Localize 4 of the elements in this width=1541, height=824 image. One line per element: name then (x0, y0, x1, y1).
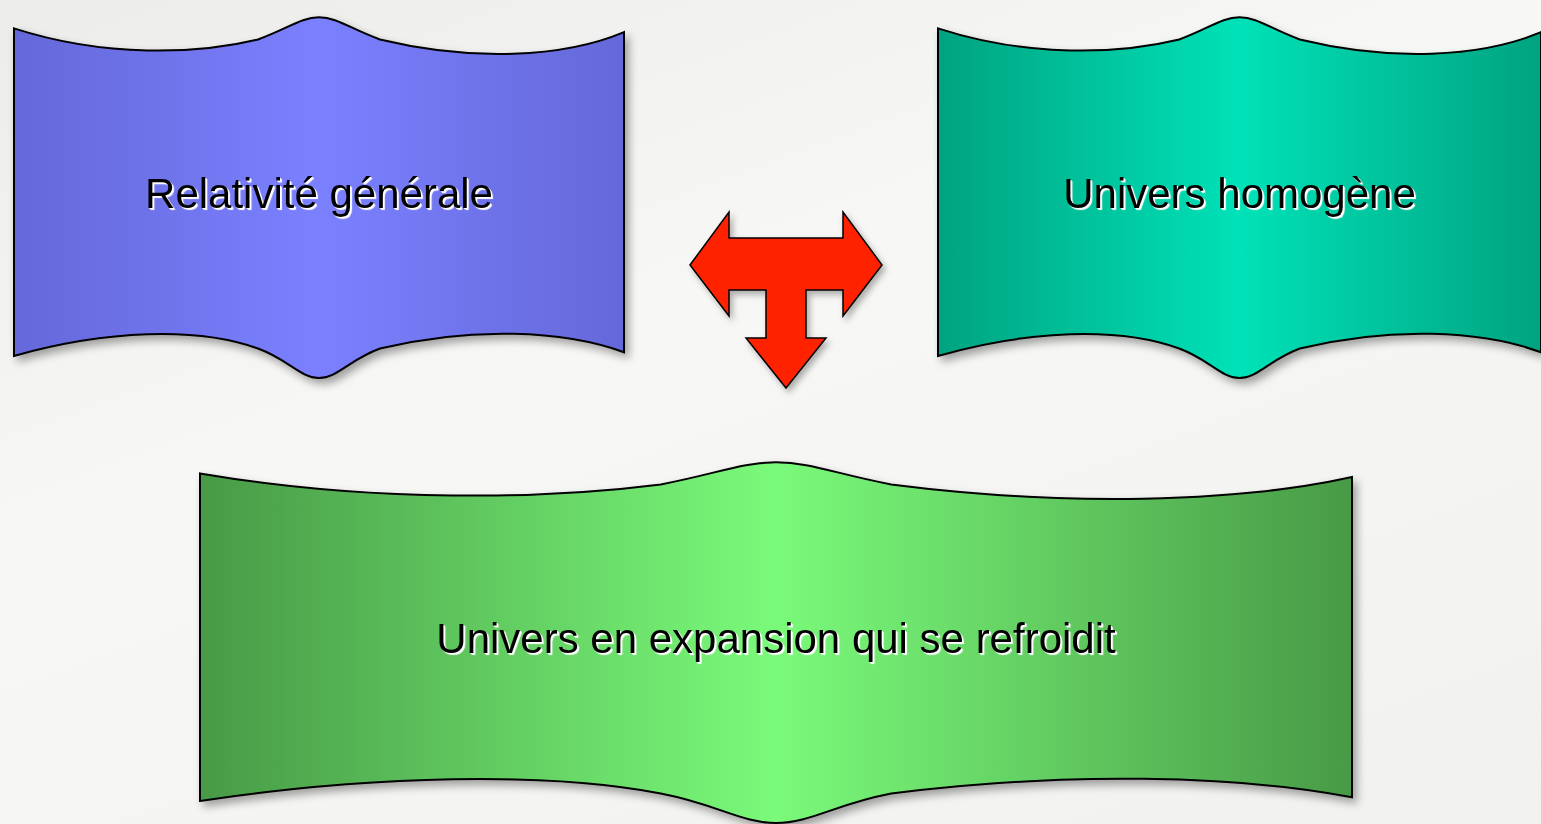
node-label: Univers en expansion qui se refroidit (436, 615, 1116, 663)
node-label: Relativité générale (145, 170, 493, 218)
three-way-arrow (689, 209, 883, 390)
node-label: Univers homogène (1063, 170, 1416, 218)
